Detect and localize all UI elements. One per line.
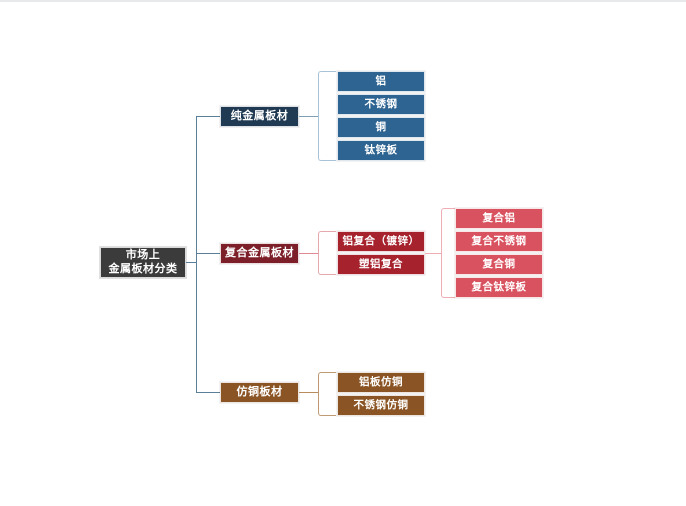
- root-connector-stem: [186, 262, 197, 263]
- leaf-node-composite-titanium-zinc-label: 复合钛锌板: [471, 281, 527, 294]
- trunk-vertical: [196, 116, 197, 393]
- branch-3-bracket-stub: [299, 392, 318, 393]
- leaf-node-copper-label: 铜: [375, 121, 387, 134]
- leaf-node-aluminium-faux-copper[interactable]: 铝板仿铜: [337, 372, 425, 393]
- branch-node-pure-metal[interactable]: 纯金属板材: [220, 106, 299, 127]
- trunk-branch-2-connector: [196, 253, 220, 254]
- branch-2-sub-bracket-stub: [425, 253, 441, 254]
- leaf-node-stainless-steel-label: 不锈钢: [364, 98, 398, 111]
- branch-3-bracket: [318, 372, 336, 416]
- leaf-node-stainless-faux-copper-label: 不锈钢仿铜: [353, 399, 409, 412]
- branch-2-bracket: [318, 231, 336, 275]
- branch-1-bracket-stub: [299, 116, 318, 117]
- branch-2-sub-bracket: [441, 208, 455, 298]
- leaf-node-composite-titanium-zinc[interactable]: 复合钛锌板: [455, 277, 543, 298]
- leaf-node-composite-aluminium[interactable]: 复合铝: [455, 208, 543, 229]
- leaf-node-aluminium-composite-label: 铝复合（镀锌）: [342, 235, 420, 248]
- leaf-node-aluminium-composite[interactable]: 铝复合（镀锌）: [337, 231, 425, 252]
- leaf-node-composite-copper-label: 复合铜: [482, 258, 516, 271]
- branch-node-faux-copper[interactable]: 仿铜板材: [220, 382, 299, 403]
- leaf-node-titanium-zinc-label: 钛锌板: [364, 144, 398, 157]
- leaf-node-stainless-steel[interactable]: 不锈钢: [337, 94, 425, 115]
- leaf-node-composite-stainless-steel-label: 复合不锈钢: [471, 235, 527, 248]
- leaf-node-composite-copper[interactable]: 复合铜: [455, 254, 543, 275]
- leaf-node-titanium-zinc[interactable]: 钛锌板: [337, 140, 425, 161]
- branch-2-bracket-stub: [299, 253, 318, 254]
- leaf-node-composite-stainless-steel[interactable]: 复合不锈钢: [455, 231, 543, 252]
- root-node-label: 市场上 金属板材分类: [108, 249, 178, 275]
- branch-node-composite-metal[interactable]: 复合金属板材: [220, 243, 299, 264]
- branch-node-composite-metal-label: 复合金属板材: [225, 246, 294, 259]
- leaf-node-copper[interactable]: 铜: [337, 117, 425, 138]
- trunk-branch-1-connector: [196, 116, 220, 117]
- branch-1-bracket: [318, 71, 336, 161]
- leaf-node-aluminium-label: 铝: [375, 75, 387, 88]
- leaf-node-plastic-aluminium-composite-label: 塑铝复合: [359, 258, 403, 271]
- branch-node-pure-metal-label: 纯金属板材: [230, 109, 289, 122]
- leaf-node-plastic-aluminium-composite[interactable]: 塑铝复合: [337, 254, 425, 275]
- branch-node-faux-copper-label: 仿铜板材: [236, 385, 283, 398]
- leaf-node-composite-aluminium-label: 复合铝: [482, 212, 516, 225]
- leaf-node-aluminium[interactable]: 铝: [337, 71, 425, 92]
- leaf-node-stainless-faux-copper[interactable]: 不锈钢仿铜: [337, 395, 425, 416]
- root-node[interactable]: 市场上 金属板材分类: [100, 247, 186, 278]
- trunk-branch-3-connector: [196, 392, 220, 393]
- top-divider: [0, 0, 686, 2]
- leaf-node-aluminium-faux-copper-label: 铝板仿铜: [359, 376, 403, 389]
